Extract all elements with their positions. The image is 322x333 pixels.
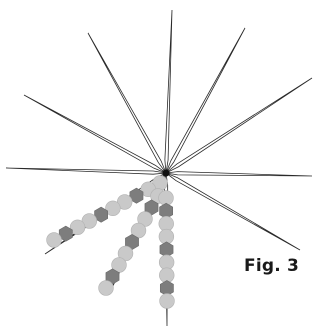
needle-spoke-2	[165, 27, 246, 174]
hex-bead	[58, 225, 73, 242]
round-bead	[158, 216, 174, 232]
bead-strand-3	[158, 190, 175, 309]
hex-bead	[129, 187, 144, 204]
needle-spoke-5	[23, 94, 167, 174]
needle-spokes	[5, 9, 313, 327]
bead-strands	[46, 175, 175, 309]
round-bead	[105, 200, 121, 217]
needle-spoke-7	[165, 171, 313, 177]
round-bead	[98, 280, 114, 296]
needle-spoke-1	[164, 9, 173, 174]
round-bead	[46, 232, 62, 248]
needle-spoke-6	[5, 167, 167, 175]
figure-label: Fig. 3	[244, 256, 300, 276]
needle-spoke-4	[165, 77, 313, 174]
bead-strand-1	[46, 175, 168, 248]
needle-spoke-3	[87, 32, 167, 174]
round-bead	[69, 219, 86, 236]
hex-bead	[94, 206, 108, 223]
center-hub	[162, 169, 170, 177]
round-bead	[159, 293, 175, 309]
needle-spoke-8	[165, 172, 301, 251]
